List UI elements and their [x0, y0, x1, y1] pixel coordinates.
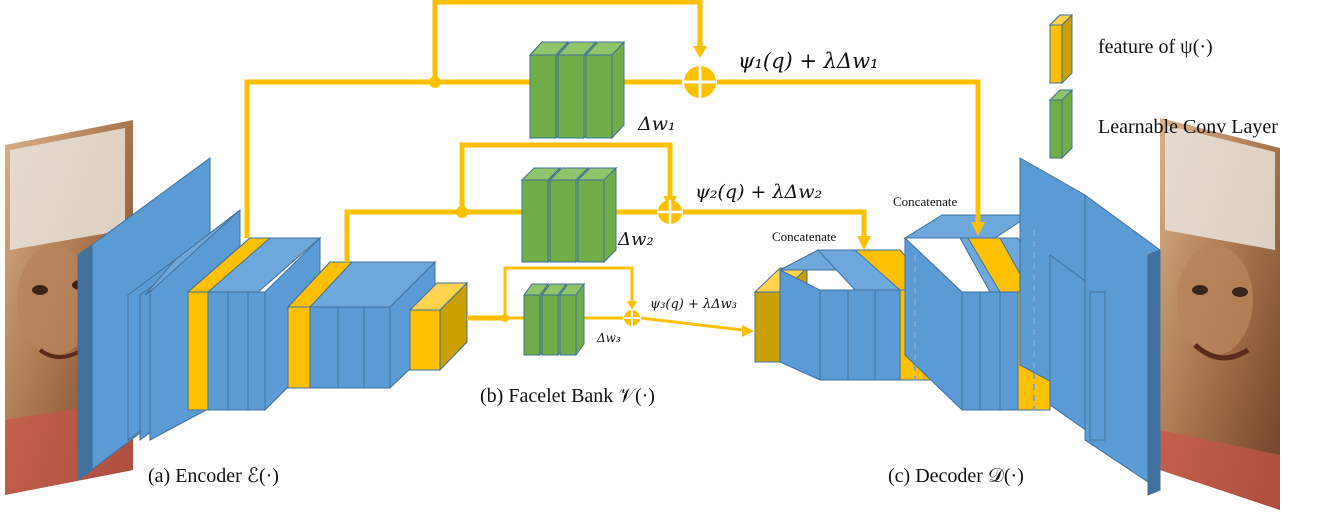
legend-feature-swatch	[1048, 13, 1074, 85]
branch-1-formula: ψ₁(q) + λΔw₁	[738, 49, 879, 73]
summation-node-icon	[658, 200, 682, 224]
legend-conv-label: Learnable Conv Layer	[1098, 116, 1278, 138]
skip-connections	[244, 0, 981, 321]
concatenate-label-bottom: Concatenate	[772, 229, 836, 244]
branch-1-delta: Δw₁	[637, 113, 676, 135]
legend-feature-label: feature of ψ(·)	[1098, 36, 1213, 58]
legend-conv-swatch	[1048, 88, 1074, 160]
legend: feature of ψ(·) Learnable Conv Layer	[1048, 13, 1278, 160]
encoder-label: (a) Encoder ℰ(·)	[148, 465, 279, 487]
facelet-bank-conv-3	[523, 282, 585, 357]
concatenate-label-top: Concatenate	[893, 194, 957, 209]
encoder-stack	[77, 157, 469, 482]
summation-node-icon	[624, 310, 640, 326]
branch-2-delta: Δw₂	[617, 229, 654, 250]
facelet-bank-conv-2	[520, 166, 618, 264]
branch-3-formula: ψ₃(q) + λΔw₃	[650, 297, 737, 312]
decoder-label: (c) Decoder 𝒟(·)	[888, 465, 1024, 487]
face-photo-output	[1160, 118, 1280, 510]
facelet-bank-conv-1	[528, 40, 626, 140]
summation-node-icon	[684, 66, 716, 98]
branch-3-delta: Δw₃	[596, 331, 621, 345]
facelet-bank-label: (b) Facelet Bank 𝒱(·)	[480, 385, 655, 407]
branch-2-formula: ψ₂(q) + λΔw₂	[695, 181, 822, 203]
decoder-stack	[753, 157, 1161, 496]
